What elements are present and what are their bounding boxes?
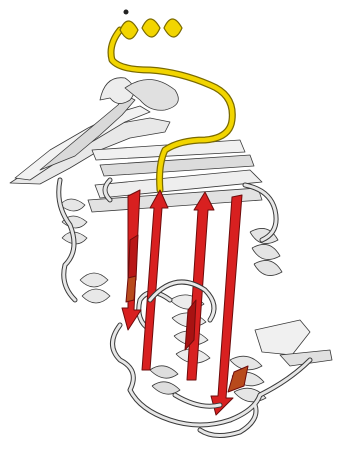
strand-tip-1 <box>126 276 136 302</box>
top-loop-2 <box>125 79 178 110</box>
lower-left-helix <box>80 273 110 303</box>
gray-backbone <box>10 78 332 402</box>
lower-helix-3 <box>150 366 180 394</box>
beta-strand-2 <box>142 190 168 370</box>
yellow-helix <box>120 19 182 39</box>
terminus-dot <box>124 10 129 15</box>
lower-right-sheet <box>255 320 310 355</box>
